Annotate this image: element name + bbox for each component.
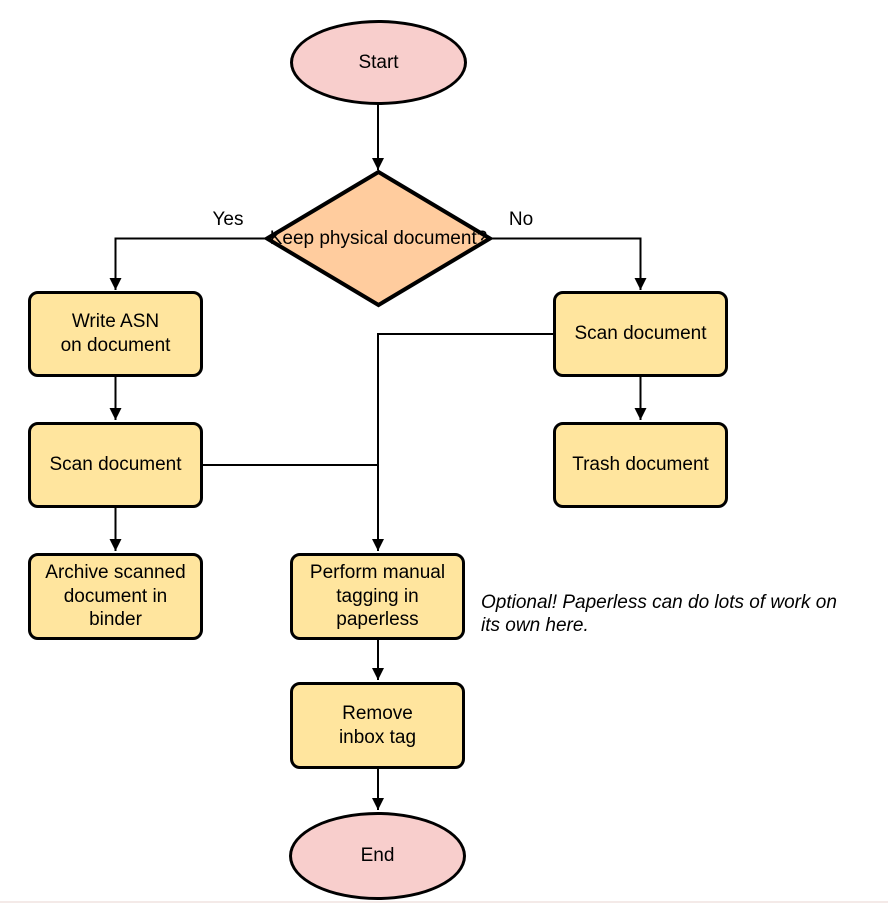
node-start-label: Start xyxy=(358,51,399,73)
connector-scan-right-to-tagging xyxy=(372,333,553,551)
node-trash-document-label: Trash document xyxy=(572,454,709,476)
optional-note: Optional! Paperless can do lots of work … xyxy=(481,592,837,637)
node-end: End xyxy=(289,812,466,900)
node-trash-document: Trash document xyxy=(553,422,728,508)
connector-decision-yes-to-write-asn xyxy=(109,237,267,290)
node-scan-document-right-label: Scan document xyxy=(574,323,707,345)
node-start: Start xyxy=(290,20,467,105)
node-scan-document-right: Scan document xyxy=(553,291,728,377)
node-write-asn-label: Write ASN on document xyxy=(60,311,171,356)
page-bottom-divider xyxy=(0,901,888,903)
edge-label-no: No xyxy=(508,209,534,230)
node-archive-binder-label: Archive scanned document in binder xyxy=(45,561,186,631)
node-archive-binder: Archive scanned document in binder xyxy=(28,553,203,640)
node-decision-label: Keep physical document? xyxy=(269,227,488,249)
decision-diamond-shape xyxy=(263,169,494,308)
node-manual-tagging: Perform manual tagging in paperless xyxy=(290,553,465,640)
node-manual-tagging-label: Perform manual tagging in paperless xyxy=(309,561,446,631)
node-write-asn: Write ASN on document xyxy=(28,291,203,377)
node-scan-document-left-label: Scan document xyxy=(49,454,182,476)
node-end-label: End xyxy=(360,845,395,867)
node-scan-document-left: Scan document xyxy=(28,422,203,508)
node-remove-inbox-tag: Remove inbox tag xyxy=(290,682,465,769)
node-decision: Keep physical document? xyxy=(267,172,490,305)
node-remove-inbox-tag-label: Remove inbox tag xyxy=(338,702,417,748)
connector-decision-no-to-scan-right xyxy=(490,237,647,290)
edge-label-yes: Yes xyxy=(212,209,244,230)
